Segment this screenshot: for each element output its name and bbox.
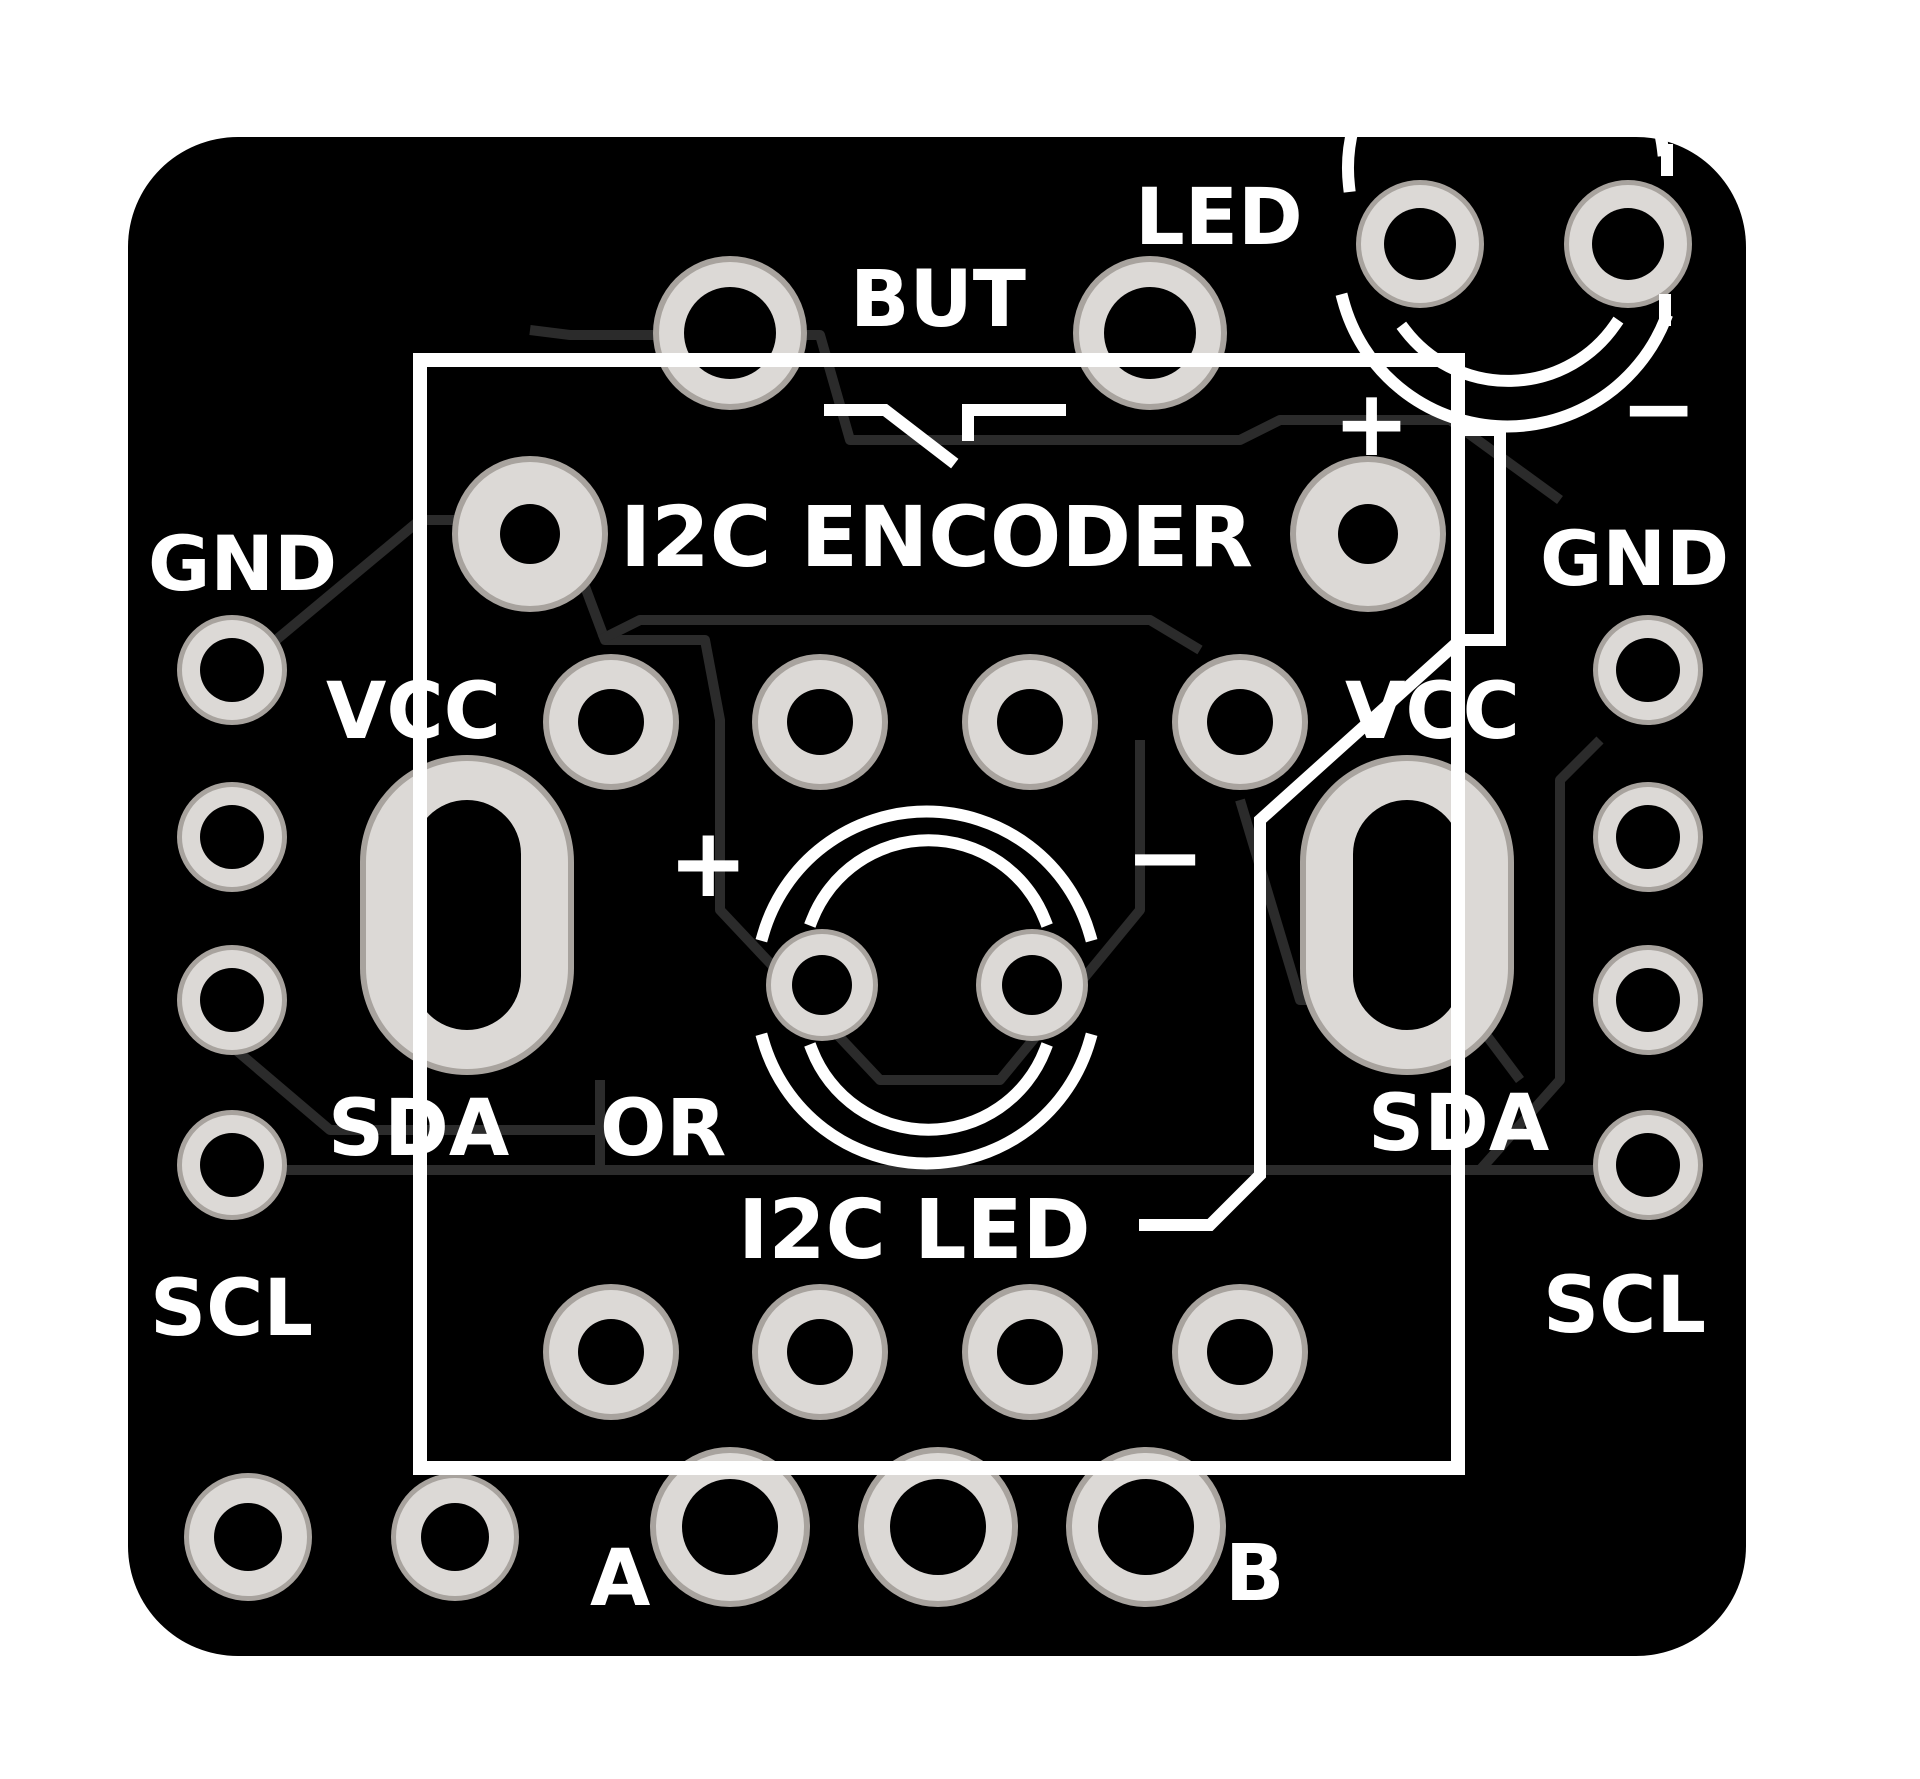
pad-encoder-a [650, 1447, 810, 1607]
pad-header-left-3 [177, 945, 287, 1055]
pad-mount-left [452, 456, 608, 612]
label-plus-center: + [668, 807, 748, 919]
pad-header-right-3 [1593, 945, 1703, 1055]
pad-slot-right [1300, 755, 1514, 1075]
pad-bottom-row-1 [543, 1284, 679, 1420]
label-pin-b: B [1225, 1529, 1284, 1619]
pad-encoder-b [1066, 1447, 1226, 1607]
label-minus-center: − [1125, 801, 1205, 913]
pad-middle-row-2 [752, 654, 888, 790]
label-gnd-left: GND [148, 519, 337, 608]
encoder-outline [413, 353, 1465, 1475]
label-i2c-encoder: I2C ENCODER [620, 488, 1253, 586]
pad-middle-row-3 [962, 654, 1098, 790]
label-pin-a: A [590, 1534, 650, 1624]
pad-led-top-plus [1356, 180, 1484, 308]
label-plus-led-top: + [1333, 370, 1410, 477]
pad-but-left [653, 256, 807, 410]
copper-traces [226, 325, 1640, 1175]
pad-middle-row-4 [1172, 654, 1308, 790]
pad-slot-left [360, 755, 574, 1075]
pad-encoder-c [858, 1447, 1018, 1607]
pad-header-right-4 [1593, 1110, 1703, 1220]
label-i2c-led: I2C LED [738, 1183, 1091, 1278]
pad-bottom-row-2 [752, 1284, 888, 1420]
label-but: BUT [850, 255, 1026, 345]
label-led-top: LED [1135, 173, 1303, 263]
pad-led-top-minus [1564, 180, 1692, 308]
label-vcc-left: VCC [326, 667, 501, 757]
pad-middle-row-1 [543, 654, 679, 790]
label-sda-right: SDA [1368, 1079, 1549, 1169]
label-sda-left: SDA [328, 1084, 509, 1174]
label-gnd-right: GND [1540, 514, 1729, 603]
label-scl-left: SCL [150, 1264, 313, 1354]
pad-layer [177, 180, 1703, 1607]
pad-bottom-row-4 [1172, 1284, 1308, 1420]
pad-header-right-1 [1593, 615, 1703, 725]
pad-header-left-2 [177, 782, 287, 892]
silkscreen-layer: LED BUT + − I2C ENCODER GND GND VCC VCC … [148, 3, 1729, 1624]
led-polarity-outline-icon [1139, 3, 1673, 1231]
pad-but-right [1073, 256, 1227, 410]
pad-bottom-row-3 [962, 1284, 1098, 1420]
pad-bottom-edge-1 [184, 1473, 312, 1601]
pad-header-left-1 [177, 615, 287, 725]
label-or: OR [600, 1084, 726, 1174]
pad-header-left-4 [177, 1110, 287, 1220]
label-vcc-right: VCC [1345, 667, 1520, 757]
pad-led-center-minus [976, 929, 1088, 1041]
label-minus-led-top: − [1620, 355, 1697, 462]
label-scl-right: SCL [1543, 1261, 1706, 1351]
pad-header-right-2 [1593, 782, 1703, 892]
pad-mount-right [1290, 456, 1446, 612]
switch-symbol-icon [824, 404, 1066, 469]
rgb-led-outline-icon [755, 805, 1098, 1170]
pad-bottom-edge-2 [391, 1473, 519, 1601]
pad-led-center-plus [766, 929, 878, 1041]
